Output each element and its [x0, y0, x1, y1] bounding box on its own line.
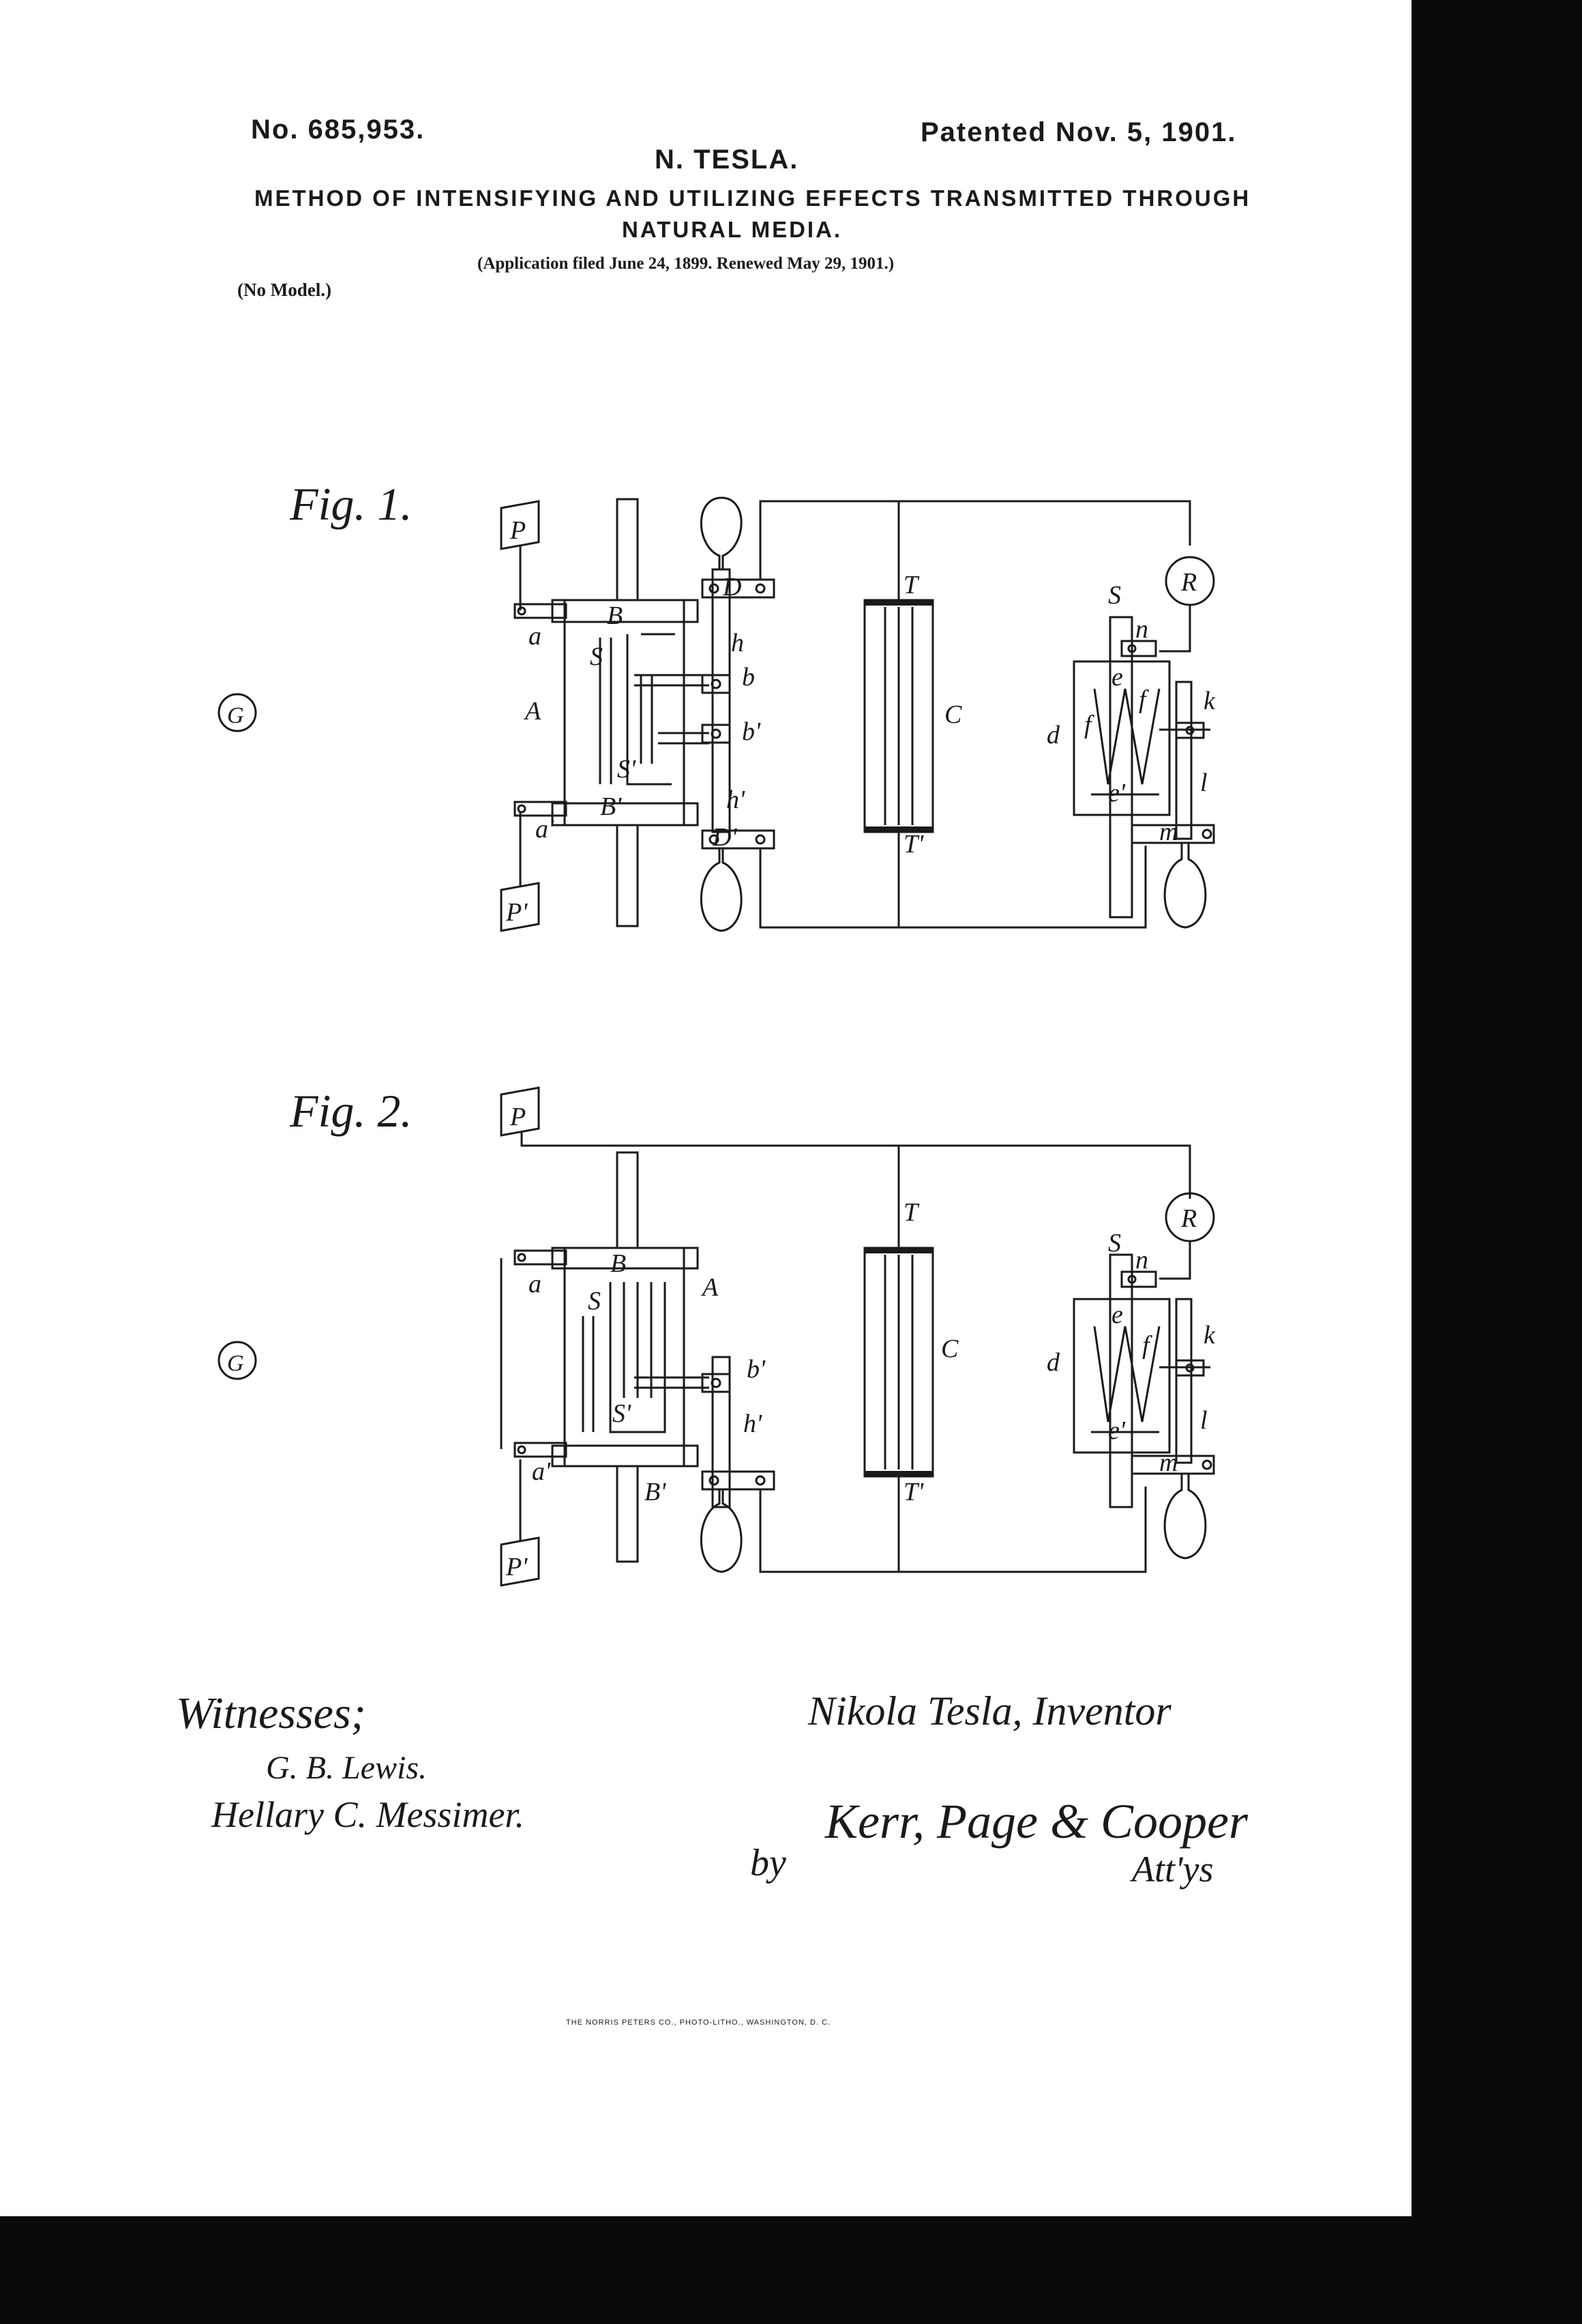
- label-figures-1-parts-n: n: [1135, 1246, 1148, 1275]
- no-model-note: (No Model.): [237, 280, 331, 300]
- patent-date: Patented Nov. 5, 1901.: [921, 117, 1237, 147]
- label-figures-1-parts-B_prime: B': [644, 1478, 666, 1506]
- fig2-bulb-right: [1163, 1474, 1207, 1560]
- label-figures-0-parts-h: h: [731, 629, 744, 657]
- label-figures-1-parts-f: f: [1142, 1331, 1152, 1360]
- fig2-ground-symbol: [218, 1341, 257, 1380]
- label-figures-0-parts-B_prime: B': [600, 792, 622, 821]
- label-figures-1-parts-a: a: [528, 1270, 541, 1298]
- label-figures-1-parts-e_prime: e': [1108, 1416, 1126, 1445]
- fig1-plate-P: [500, 500, 540, 550]
- label-figures-0-parts-m: m: [1159, 818, 1178, 846]
- label-figures-1-parts-h_prime: h': [743, 1410, 762, 1438]
- title-line-2: NATURAL MEDIA.: [622, 217, 843, 242]
- label-figures-0-parts-h_prime: h': [726, 786, 745, 814]
- label-figures-1-parts-C: C: [941, 1335, 959, 1363]
- label-figures-1-parts-a_prime: a': [532, 1457, 551, 1486]
- fig1-bulb-bottom: [700, 848, 743, 932]
- fig2-label-G: G: [227, 1351, 244, 1376]
- by-label: by: [750, 1842, 786, 1884]
- inventor-signature: Nikola Tesla, Inventor: [808, 1688, 1171, 1733]
- fig1-clamp-D-prime: [701, 829, 775, 850]
- fig1-label-G: G: [227, 703, 244, 728]
- label-figures-1-parts-B: B: [610, 1249, 626, 1278]
- attorneys-signature: Kerr, Page & Cooper: [825, 1794, 1248, 1849]
- label-figures-0-parts-k: k: [1204, 687, 1216, 715]
- label-figures-1-parts-m: m: [1159, 1448, 1178, 1477]
- fig2-plate-P: [500, 1086, 540, 1137]
- figure-1-label: Fig. 1.: [290, 478, 413, 530]
- label-figures-0-parts-a: a: [528, 622, 541, 651]
- figure-2-drawing: [218, 1086, 1215, 1587]
- scan-border-bottom: [0, 2216, 1582, 2324]
- label-figures-0-parts-S: S: [590, 642, 603, 671]
- fig1-bulb-right: [1163, 843, 1207, 929]
- label-figures-0-parts-S_prime: S': [617, 755, 636, 784]
- scan-border-right: [1412, 0, 1582, 2324]
- label-figures-0-parts-T_prime: T': [904, 830, 924, 859]
- fig2-coil-box: [1073, 1298, 1171, 1454]
- title-line-1: METHOD OF INTENSIFYING AND UTILIZING EFF…: [254, 185, 1251, 211]
- fig1-rod-top: [616, 498, 639, 601]
- label-figures-0-parts-T: T: [904, 571, 920, 599]
- label-figures-1-parts-T_prime: T': [904, 1478, 924, 1506]
- attorneys-abbrev: Att'ys: [1132, 1849, 1214, 1890]
- label-figures-0-parts-P_prime: P': [505, 898, 528, 927]
- fig2-plate-P-prime: [500, 1536, 540, 1587]
- label-figures-1-parts-T: T: [904, 1198, 920, 1227]
- label-figures-0-parts-P: P: [509, 516, 526, 545]
- label-figures-0-parts-D: D: [722, 573, 741, 601]
- label-figures-0-parts-f2: f: [1139, 685, 1149, 714]
- label-figures-1-parts-k: k: [1204, 1321, 1216, 1350]
- inventor-heading: N. TESLA.: [655, 145, 799, 175]
- label-figures-0-parts-l: l: [1200, 769, 1208, 797]
- printer-credit: THE NORRIS PETERS CO., PHOTO-LITHO., WAS…: [566, 2018, 831, 2027]
- fig1-clamp-D: [701, 578, 775, 599]
- witnesses-label: Witnesses;: [176, 1688, 366, 1738]
- label-figures-1-parts-S: S: [588, 1287, 601, 1315]
- witness-signature-1: G. B. Lewis.: [266, 1750, 428, 1786]
- application-dates: (Application filed June 24, 1899. Renewe…: [477, 254, 895, 273]
- label-figures-1-parts-A: A: [700, 1273, 719, 1302]
- label-figures-0-parts-b_prime: b': [742, 717, 761, 746]
- label-figures-1-parts-e: e: [1111, 1300, 1123, 1329]
- fig1-bulb-top: [700, 496, 743, 569]
- label-figures-0-parts-A: A: [523, 697, 541, 726]
- label-figures-0-parts-s: S: [1108, 581, 1121, 610]
- fig1-rod-bottom: [616, 824, 639, 927]
- figure-1-drawing: [218, 496, 1215, 932]
- label-figures-0-parts-a_prime: a': [535, 815, 554, 844]
- label-figures-1-parts-R: R: [1180, 1204, 1197, 1233]
- label-figures-1-parts-P_prime: P': [505, 1553, 528, 1581]
- label-figures-0-parts-R: R: [1180, 568, 1197, 597]
- label-figures-0-parts-B: B: [607, 601, 623, 630]
- label-figures-0-parts-d: d: [1047, 721, 1060, 749]
- label-figures-1-parts-P: P: [509, 1103, 526, 1131]
- label-figures-1-parts-s: S: [1108, 1229, 1121, 1257]
- label-figures-1-parts-S_prime: S': [612, 1399, 631, 1428]
- label-figures-0-parts-e_prime: e': [1108, 779, 1126, 807]
- label-figures-0-parts-n: n: [1135, 615, 1148, 644]
- fig2-bulb: [700, 1489, 743, 1573]
- figure-2-label: Fig. 2.: [290, 1085, 413, 1137]
- fig1-coil-box: [1073, 660, 1171, 816]
- label-figures-0-parts-e: e: [1111, 663, 1123, 691]
- fig1-plate-P-prime: [500, 882, 540, 932]
- label-figures-0-parts-b: b: [742, 663, 755, 691]
- label-figures-1-parts-b_prime: b': [747, 1355, 766, 1384]
- fig1-ground-symbol: [218, 693, 257, 732]
- label-figures-0-parts-D_prime: D': [712, 823, 737, 852]
- label-figures-0-parts-C: C: [944, 700, 962, 729]
- label-figures-1-parts-l: l: [1200, 1406, 1208, 1435]
- witness-signature-2: Hellary C. Messimer.: [211, 1794, 524, 1835]
- patent-number: No. 685,953.: [251, 115, 426, 145]
- label-figures-1-parts-d: d: [1047, 1348, 1060, 1377]
- label-figures-0-parts-f: f: [1084, 711, 1094, 739]
